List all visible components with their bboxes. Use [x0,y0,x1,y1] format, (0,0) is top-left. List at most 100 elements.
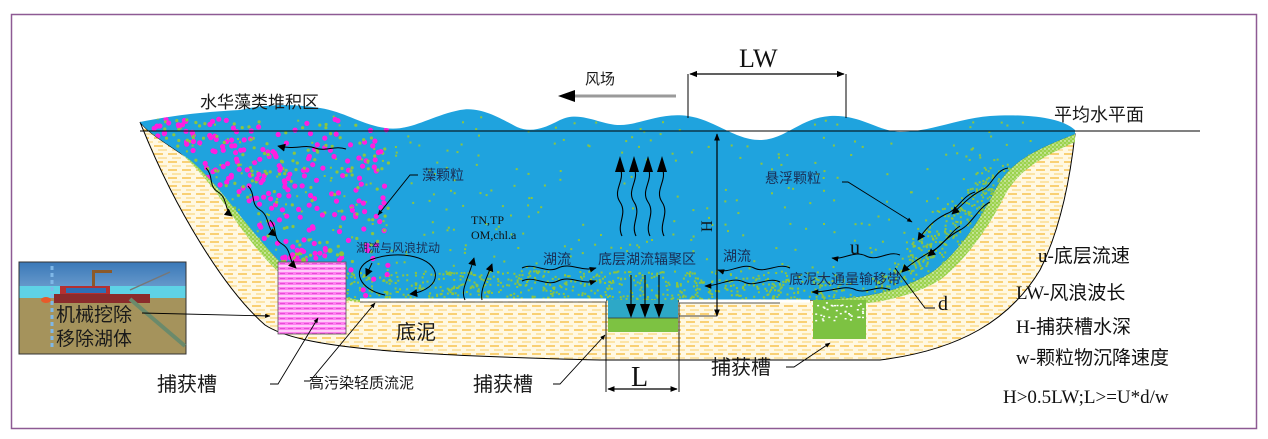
sediment-transport-label: 底泥大通量输移带 [789,272,901,288]
bottom-particle [691,272,694,275]
bottom-particle [483,291,486,294]
algae-particle [323,247,328,253]
suspended-particle [249,193,252,196]
suspended-particle [191,144,194,147]
suspended-particle [340,209,344,213]
bottom-particle [384,296,387,299]
legend-item: H-捕获槽水深 [1016,316,1131,338]
trap-speckle [845,305,848,308]
algae-particle [363,292,369,299]
bottom-particle [808,295,811,298]
bottom-particle [549,283,552,286]
bottom-particle [624,277,627,280]
algae-particle [320,165,326,171]
bottom-particle [467,272,470,274]
bottom-particle [475,285,478,288]
bottom-particle [646,285,649,288]
slope-particle [920,240,923,243]
suspended-particle [164,136,169,140]
slope-particle [894,262,897,265]
suspended-particle [250,173,254,177]
bottom-particle [724,284,727,287]
algae-particle [220,144,226,150]
bottom-particle [684,295,687,298]
trap-speckle [831,305,834,307]
slope-particle [965,202,968,204]
algae-particle [217,182,223,188]
slope-particle [980,208,983,211]
trap-speckle [850,315,853,317]
suspended-particle [395,151,398,154]
suspended-particle [772,286,775,289]
algae-particle [204,275,210,281]
suspended-particle [215,176,218,179]
suspended-particle [559,170,562,172]
bottom-particle [449,291,452,294]
slope-particle [992,189,995,192]
algae-particle [283,238,289,244]
algae-particle [311,240,317,247]
suspended-particle [149,199,153,203]
slope-particle [961,240,964,243]
bottom-particle [807,272,810,275]
algae-particle [176,228,182,234]
slope-particle [900,280,903,283]
bottom-particle [718,290,721,293]
bottom-particle [772,295,775,298]
bottom-particle [486,290,489,293]
bottom-particle [786,274,788,277]
bottom-particle [803,289,806,292]
bottom-particle [397,279,400,282]
suspended-particle [945,153,948,156]
bottom-particle [800,273,803,276]
algae-particle [149,231,155,237]
bottom-particle [565,288,568,291]
bottom-particle [396,275,399,278]
suspended-particle [457,286,460,289]
bottom-particle [459,278,462,281]
bottom-particle [360,272,362,275]
bottom-particle [679,290,682,293]
slope-particle [964,212,967,215]
bottom-particle [484,284,487,286]
trap-speckle [820,314,823,317]
bottom-particle [641,290,644,293]
slope-particle [952,236,955,239]
suspended-particle [781,263,784,265]
suspended-particle [868,223,871,226]
bottom-particle [817,293,820,296]
bottom-particle [533,270,536,273]
bottom-particle [625,297,628,300]
trap-speckle [823,307,826,309]
slope-particle [936,210,939,213]
bottom-particle [836,276,838,279]
suspended-particle [588,145,591,148]
bottom-particle [633,279,635,282]
suspended-particle [385,224,388,227]
bottom-particle [472,286,475,289]
slope-particle [877,280,880,283]
bottom-particle [732,284,735,287]
suspended-particle [291,159,295,163]
bottom-particle [345,277,348,280]
slope-particle [942,256,945,258]
suspended-particle [678,129,681,132]
bottom-particle [735,294,738,297]
bottom-particle [822,295,825,298]
suspended-particle [329,132,333,136]
bottom-particle [560,286,563,289]
bottom-particle [700,279,703,282]
suspended-particle [452,228,455,231]
bottom-particle [358,286,361,289]
suspended-particle [250,169,254,173]
suspended-particle [874,248,877,251]
bottom-particle [776,296,779,298]
bottom-particle [696,287,699,290]
bottom-particle [646,298,649,301]
algae-particle [383,121,389,127]
slope-particle [927,258,929,260]
bottom-particle [454,292,457,295]
suspended-particle [783,206,786,209]
slope-particle [1001,164,1004,167]
slope-particle [953,235,955,238]
